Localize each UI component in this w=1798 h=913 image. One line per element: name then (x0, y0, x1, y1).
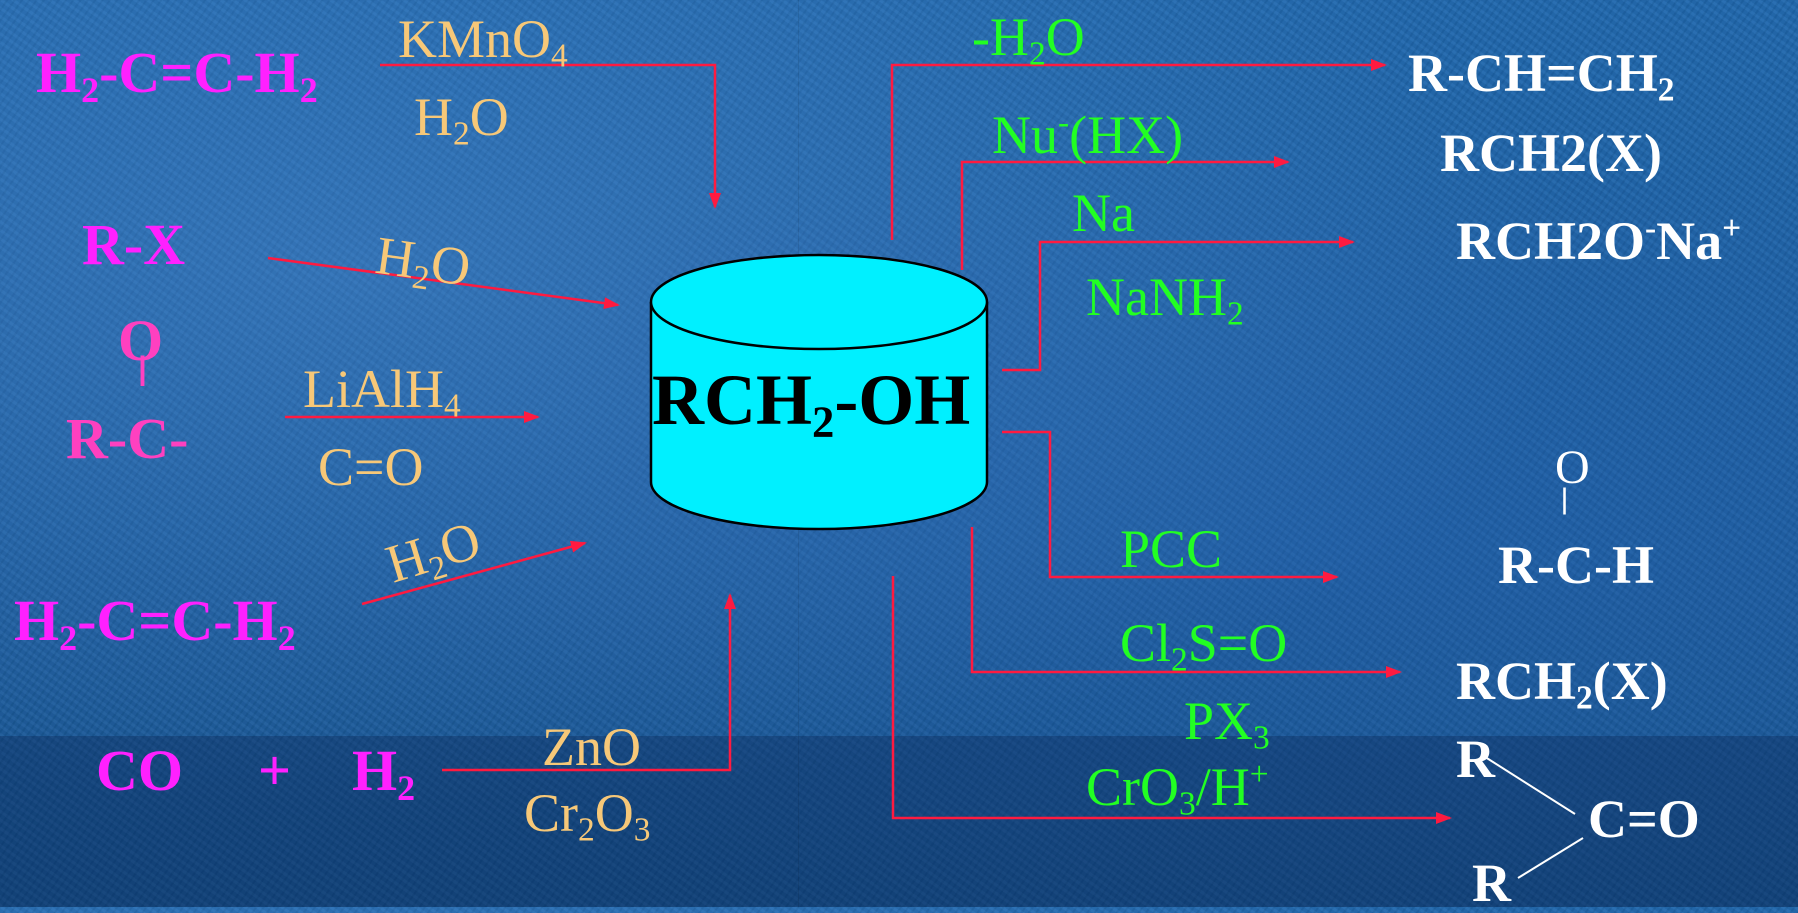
arrow-pcc (1002, 430, 1339, 583)
reagent-h2o-top: H2O (414, 87, 509, 153)
reactant-ethylene-top: H2-C=C-H2 (36, 40, 318, 111)
product-aldehyde-o: O (1555, 441, 1590, 494)
product-halide-bottom: RCH2(X) (1456, 651, 1668, 717)
reactant-co: CO (96, 738, 183, 803)
reagent-dehydration: -H2O (972, 7, 1085, 73)
reactant-h2: H2 (352, 738, 416, 809)
reagent-na: Na (1072, 183, 1135, 243)
reagent-cl2so: Cl2S=O (1120, 613, 1288, 679)
reactant-carbonyl-rc: R-C- (66, 406, 189, 471)
cylinder (649, 253, 989, 531)
arrow-kmno4 (380, 63, 721, 209)
arrow-cro3 (891, 576, 1452, 824)
reactant-ethylene-bottom: H2-C=C-H2 (14, 588, 296, 659)
plus-sign: + (258, 738, 292, 803)
reagent-cro3: CrO3/H+ (1086, 755, 1269, 823)
product-ketone-r1: R (1456, 729, 1495, 789)
arrow-hydration (361, 540, 587, 606)
product-ketone-co: C=O (1588, 789, 1700, 849)
arrow-rx (267, 256, 620, 310)
reagent-lialh4: LiAlH4 (303, 359, 461, 425)
arrow-cl2so (970, 527, 1402, 678)
arrow-nu-hx (960, 156, 1290, 270)
reagent-px3: PX3 (1184, 691, 1270, 757)
reactant-carbonyl-bond: || (138, 350, 147, 387)
product-alkoxide: RCH2O-Na+ (1456, 209, 1742, 271)
reagent-co-label: C=O (318, 437, 424, 497)
arrow-dehydration (890, 59, 1387, 240)
product-aldehyde-bond: || (1561, 482, 1568, 515)
arrow-zno (442, 593, 736, 772)
arrow-na (1002, 236, 1355, 372)
reagent-h2o-rx: H2O (372, 225, 475, 298)
reagent-zno: ZnO (542, 717, 641, 777)
reagent-pcc: PCC (1120, 519, 1223, 579)
reagent-cr2o3: Cr2O3 (524, 783, 651, 849)
product-halide-top: RCH2(X) (1440, 123, 1662, 183)
product-aldehyde: R-C-H (1498, 535, 1654, 595)
reagent-nu-hx: Nu-(HX) (992, 103, 1184, 165)
reagent-nanh2: NaNH2 (1086, 267, 1244, 333)
product-alkene: R-CH=CH2 (1408, 43, 1675, 109)
center-compound: RCH2-OH (652, 360, 971, 447)
ketone-bonds (1481, 754, 1584, 879)
reagent-kmno4: KMnO4 (398, 9, 568, 75)
product-ketone-r2: R (1472, 853, 1511, 913)
reactant-rx: R-X (82, 212, 186, 277)
reactant-carbonyl-o: O (118, 308, 164, 373)
